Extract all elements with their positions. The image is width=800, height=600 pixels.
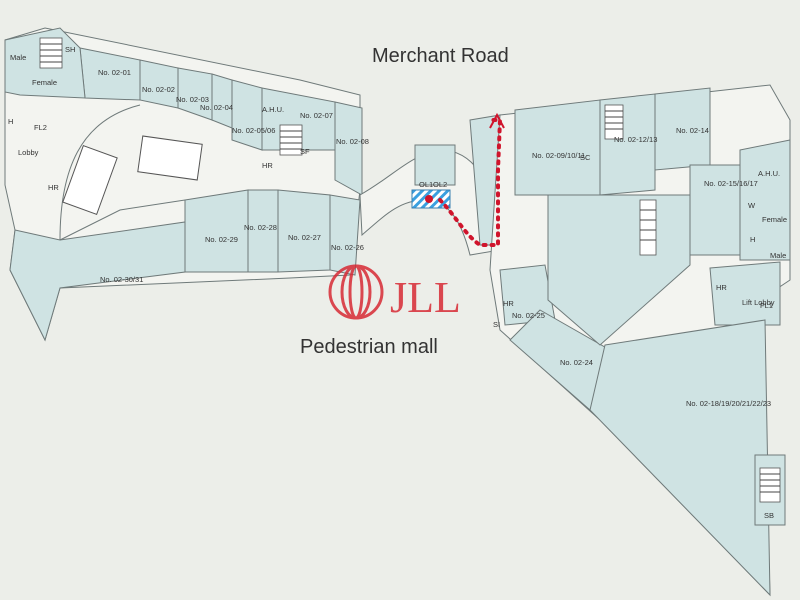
lift-lobby-right [709, 261, 781, 326]
label-sc: SC [580, 153, 591, 162]
label-02-04: No. 02-04 [200, 103, 233, 112]
label-ahu-right: A.H.U. [758, 169, 780, 178]
label-hr-left: HR [48, 183, 59, 192]
escalator-left [62, 135, 203, 215]
label-02-24: No. 02-24 [560, 358, 593, 367]
label-male-right: Male [770, 251, 786, 260]
label-02-02: No. 02-02 [142, 85, 175, 94]
label-02-27: No. 02-27 [288, 233, 321, 242]
label-02-05-06: No. 02-05/06 [232, 126, 275, 135]
label-sh: SH [65, 45, 75, 54]
stairs-left-mid [279, 124, 303, 156]
label-sb: SB [764, 511, 774, 520]
unit-02-18-23 [589, 319, 771, 597]
label-02-12-13: No. 02-12/13 [614, 135, 657, 144]
label-02-28: No. 02-28 [244, 223, 277, 232]
label-h-left: H [8, 117, 13, 126]
label-02-30-31: No. 02-30/31 [100, 275, 143, 284]
unit-02-08 [334, 101, 363, 196]
road-label: Merchant Road [372, 45, 509, 67]
label-si: SI [493, 320, 500, 329]
toilet-block-right [739, 139, 791, 261]
label-02-26: No. 02-26 [331, 243, 364, 252]
label-sf: SF [300, 147, 310, 156]
label-w-right: W [748, 201, 756, 210]
escalator-right [639, 199, 657, 256]
unit-02-09-10-11 [514, 99, 601, 196]
label-lobby-left: Lobby [18, 148, 39, 157]
label-female-left: Female [32, 78, 57, 87]
label-h-right: H [750, 235, 755, 244]
label-fl1: FL1 [760, 301, 773, 310]
label-02-01: No. 02-01 [98, 68, 131, 77]
label-02-18-23: No. 02-18/19/20/21/22/23 [686, 399, 771, 408]
label-hr-center: HR [503, 299, 514, 308]
label-ol2: OL2 [433, 180, 447, 189]
left-corridor-edge [59, 199, 186, 241]
unit-02-26 [329, 194, 361, 276]
location-marker [425, 195, 433, 203]
unit-02-02 [139, 59, 179, 109]
lift-core-center [414, 144, 456, 186]
stairs-right-top [604, 104, 624, 140]
route-path [438, 118, 503, 247]
label-02-09-10-11: No. 02-09/10/11 [532, 151, 585, 160]
label-male-left: Male [10, 53, 26, 62]
label-hr-right: HR [716, 283, 727, 292]
label-02-29: No. 02-29 [205, 235, 238, 244]
label-02-15-16-17: No. 02-15/16/17 [704, 179, 758, 188]
route-arrow-icon [489, 112, 505, 129]
label-02-25: No. 02-25 [512, 311, 545, 320]
label-02-03: No. 02-03 [176, 95, 209, 104]
unit-02-05-06 [231, 79, 263, 151]
label-hr-mid: HR [262, 161, 273, 170]
label-ahu-left: A.H.U. [262, 105, 284, 114]
left-corridor-curve [59, 104, 141, 241]
stairs-left-top [39, 37, 63, 69]
unit-02-30-31 [9, 221, 186, 342]
stairs-right-sb [759, 467, 781, 503]
brand-label: JLL [390, 273, 461, 322]
label-lift-lobby: Lift Lobby [742, 298, 775, 307]
mall-label: Pedestrian mall [300, 336, 438, 358]
label-female-right: Female [762, 215, 787, 224]
label-ol1: OL1 [419, 180, 433, 189]
label-02-14: No. 02-14 [676, 126, 709, 135]
label-fl2: FL2 [34, 123, 47, 132]
jll-logo [328, 264, 384, 320]
unit-02-27 [277, 189, 331, 273]
label-02-07: No. 02-07 [300, 111, 333, 120]
unit-02-04 [211, 73, 233, 129]
unit-02-29 [184, 189, 249, 273]
label-02-08: No. 02-08 [336, 137, 369, 146]
